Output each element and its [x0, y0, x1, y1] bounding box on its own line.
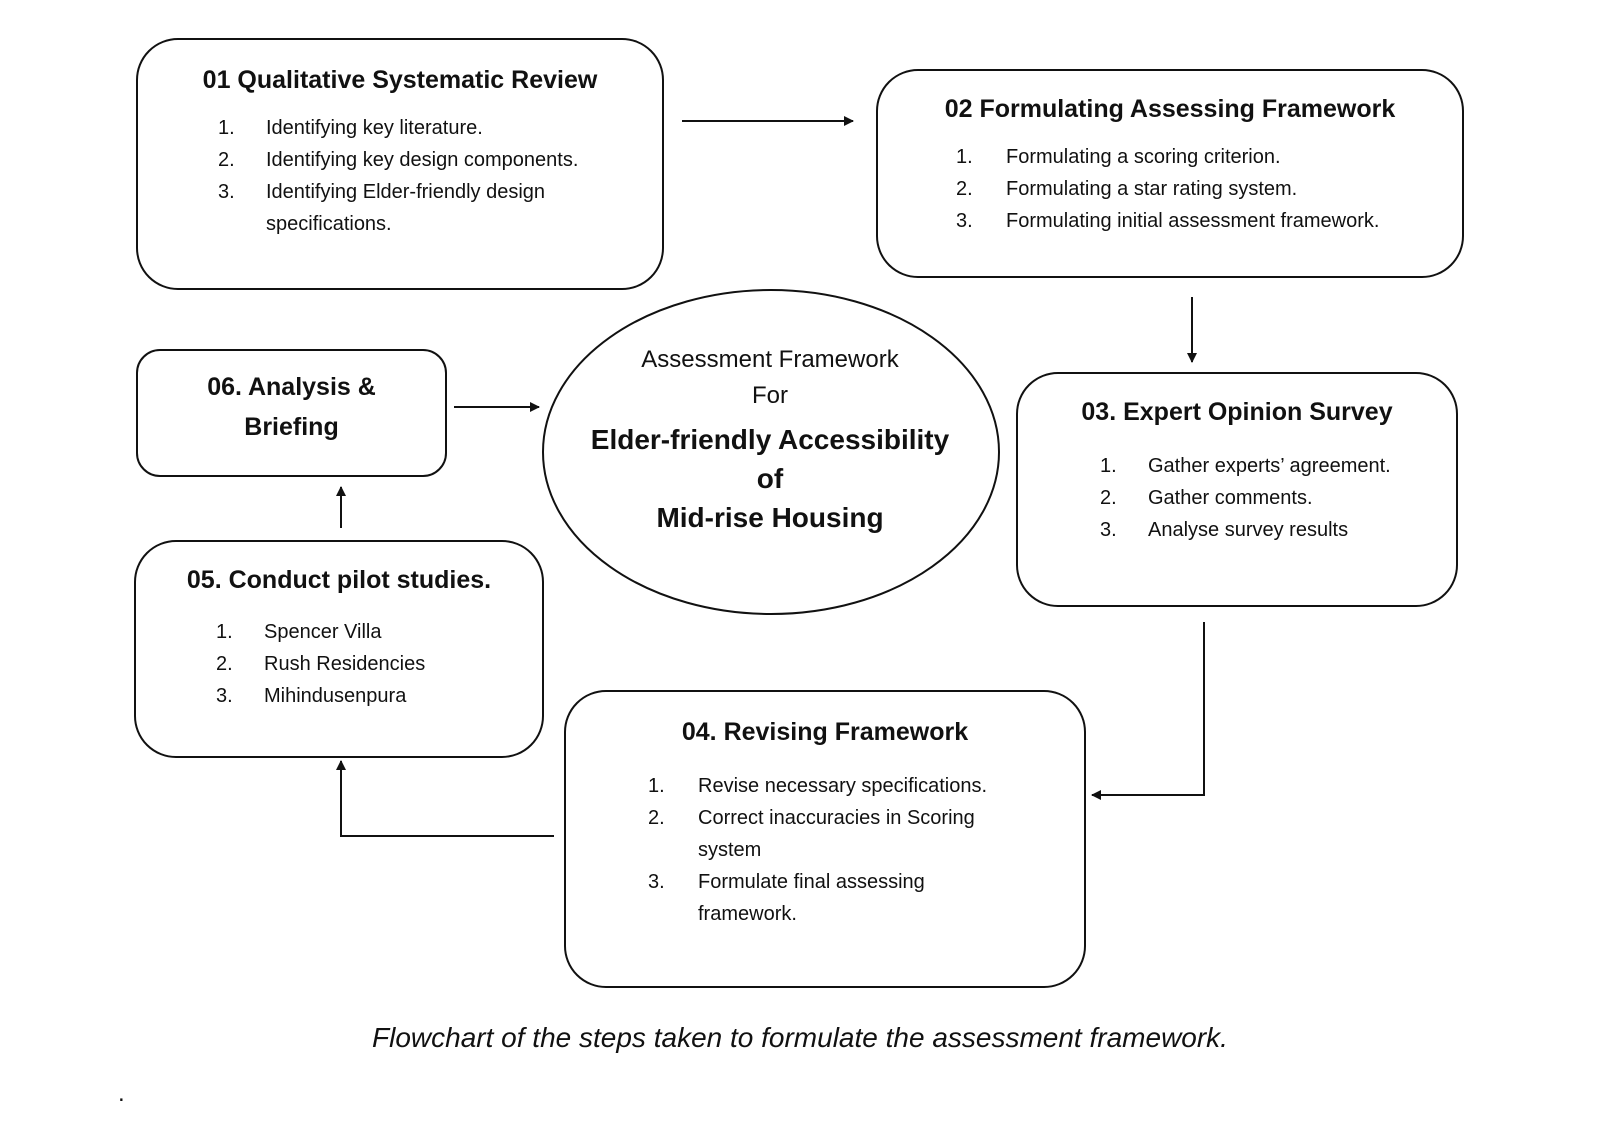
arrow-03-to-04 [1091, 622, 1205, 800]
list-item: 2.Formulating a star rating system. [956, 178, 1298, 200]
figure-caption: Flowchart of the steps taken to formulat… [372, 1022, 1228, 1053]
step-05-title: 05. Conduct pilot studies. [186, 566, 492, 594]
list-item: 2.Identifying key design components. [218, 149, 579, 171]
list-item: 3.Formulate final assessing framework. [648, 871, 925, 925]
step-01-title: 01 Qualitative Systematic Review [202, 66, 598, 94]
step-05-list: 1.Spencer Villa 2.Rush Residencies 3.Mih… [216, 616, 522, 712]
center-line-4: of [756, 463, 784, 494]
list-item: 3.Formulating initial assessment framewo… [956, 210, 1380, 232]
step-02-title: 02 Formulating Assessing Framework [944, 95, 1396, 123]
center-line-1: Assessment Framework [641, 346, 899, 373]
step-04-title: 04. Revising Framework [681, 718, 969, 746]
step-04-list: 1.Revise necessary specifications. 2.Cor… [648, 770, 1064, 930]
list-item: 1.Formulating a scoring criterion. [956, 146, 1281, 168]
center-line-2: For [752, 382, 788, 409]
step-04-box: 04. Revising Framework 1.Revise necessar… [564, 690, 1086, 988]
center-ellipse [542, 289, 1000, 615]
list-item: 2.Gather comments. [1100, 487, 1313, 509]
list-item: 2.Correct inaccuracies in Scoring system [648, 807, 975, 861]
center-line-5: Mid-rise Housing [656, 502, 884, 533]
step-01-list: 1.Identifying key literature. 2.Identify… [218, 112, 632, 240]
step-03-box: 03. Expert Opinion Survey 1.Gather exper… [1016, 372, 1458, 607]
step-03-title: 03. Expert Opinion Survey [1081, 398, 1393, 426]
list-item: 1.Spencer Villa [216, 621, 382, 643]
list-item: 2.Rush Residencies [216, 653, 426, 675]
step-05-box: 05. Conduct pilot studies. 1.Spencer Vil… [134, 540, 544, 758]
step-03-list: 1.Gather experts’ agreement. 2.Gather co… [1100, 450, 1436, 546]
list-item: 1.Revise necessary specifications. [648, 775, 988, 797]
arrow-04-to-05 [336, 760, 554, 837]
step-02-box: 02 Formulating Assessing Framework 1.For… [876, 69, 1464, 278]
step-02-list: 1.Formulating a scoring criterion. 2.For… [956, 141, 1442, 237]
step-06-title: 06. Analysis & Briefing [207, 373, 376, 441]
center-title: Assessment Framework For Elder-friendly … [545, 342, 995, 537]
center-line-3: Elder-friendly Accessibility [590, 424, 950, 455]
step-06-box: 06. Analysis & Briefing [136, 349, 447, 477]
trailing-mark: . [118, 1080, 125, 1107]
list-item: 3.Mihindusenpura [216, 685, 407, 707]
list-item: 1.Identifying key literature. [218, 117, 483, 139]
list-item: 3.Identifying Elder-friendly design spec… [218, 181, 546, 235]
step-01-box: 01 Qualitative Systematic Review 1.Ident… [136, 38, 664, 290]
list-item: 3.Analyse survey results [1100, 519, 1349, 541]
list-item: 1.Gather experts’ agreement. [1100, 455, 1391, 477]
